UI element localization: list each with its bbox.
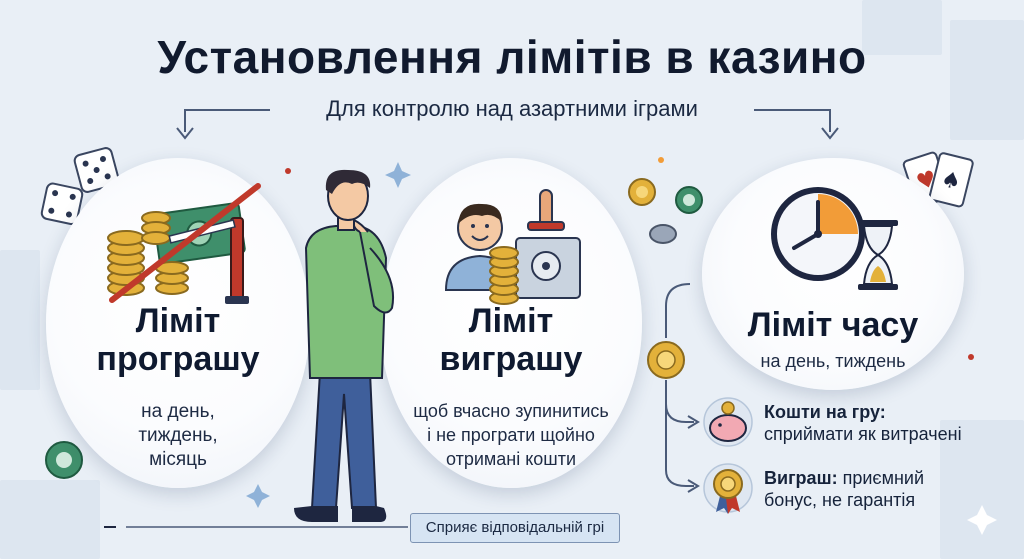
background-tile (950, 20, 1024, 140)
time-limit-card: Ліміт часу на день, тиждень (702, 158, 964, 390)
money-barrier-icon (107, 183, 261, 304)
time-limit-period: на день, тиждень (760, 351, 906, 371)
medal-icon (703, 463, 753, 514)
chip-icon (628, 178, 656, 206)
tip-winnings-text-2: бонус, не гарантія (764, 489, 916, 510)
sparkle-icon (285, 157, 974, 360)
tip-winnings-text-1: приємний (842, 468, 925, 488)
background-tile (0, 480, 100, 559)
win-limit-desc-1: щоб вчасно зупинитись (413, 401, 609, 421)
tip-funds: Кошти на гру: сприймати як витрачені (764, 402, 962, 445)
tip-funds-text: сприймати як витрачені (764, 423, 962, 444)
win-limit-title-line1: Ліміт (468, 302, 554, 340)
page-title: Установлення лімітів в казино (157, 31, 867, 83)
background-tile (940, 420, 1024, 559)
loss-limit-period-1: на день, (141, 401, 215, 422)
time-limit-title: Ліміт часу (747, 306, 919, 344)
piggy-bank-icon (703, 397, 753, 447)
sparkle-icon (385, 162, 411, 188)
thinking-man-illustration (294, 169, 394, 522)
background-tile (0, 250, 40, 390)
clock-hourglass-icon (771, 187, 898, 290)
loss-limit-title-line1: Ліміт (135, 302, 221, 340)
loss-limit-card: Ліміт програшу на день, тиждень, місяць (46, 158, 310, 488)
chip-icon (649, 224, 677, 244)
tip-winnings-label: Виграш: (764, 468, 838, 488)
page-subtitle: Для контролю над азартними іграми (326, 96, 698, 121)
responsible-gaming-badge: Сприяє відповідальній грі (410, 513, 620, 543)
loss-limit-period-2: тиждень, (138, 425, 218, 446)
chip-icon (45, 441, 83, 479)
loss-limit-title-line2: програшу (96, 340, 260, 378)
win-limit-title-line2: виграшу (439, 340, 583, 378)
person-safe-icon (444, 189, 581, 305)
win-limit-card: Ліміт виграшу щоб вчасно зупинитись і не… (380, 158, 642, 488)
tip-funds-label: Кошти на гру: (764, 402, 886, 422)
win-limit-desc-3: отримані кошти (445, 449, 577, 469)
playing-cards-icon: ♥ ♠ (902, 151, 974, 208)
loss-limit-period-3: місяць (149, 449, 207, 470)
background-tile (862, 0, 942, 55)
dice-icon (40, 147, 120, 226)
sparkle-icon (246, 484, 270, 508)
tip-winnings: Виграш: приємний бонус, не гарантія (764, 468, 924, 511)
chip-icon (675, 186, 703, 214)
sparkle-icon (967, 505, 997, 535)
chip-icon (647, 341, 685, 379)
win-limit-desc-2: і не програти щойно (427, 425, 595, 445)
